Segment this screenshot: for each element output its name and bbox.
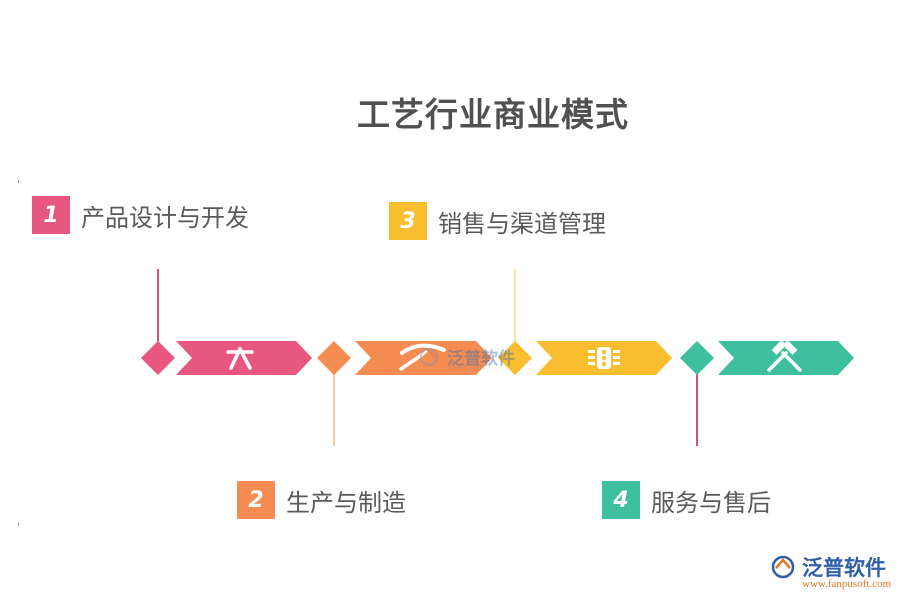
margin-mark — [18, 523, 19, 526]
step-2: 2 生产与制造 — [237, 481, 406, 519]
step-label: 销售与渠道管理 — [438, 209, 606, 238]
step-1: 1 产品设计与开发 — [32, 196, 249, 234]
compass-icon — [226, 347, 254, 370]
diamond-3 — [498, 341, 532, 375]
watermark: 泛普软件 FANPUSOFT — [418, 344, 515, 371]
diamond-1 — [141, 341, 175, 375]
page-title: 工艺行业商业模式 — [357, 95, 629, 134]
margin-mark — [18, 180, 19, 183]
watermark-subtext: FANPUSOFT — [448, 364, 493, 371]
step-4: 4 服务与售后 — [602, 481, 771, 519]
logo-url: www.fanpusoft.com — [802, 578, 892, 590]
logo-icon — [420, 347, 438, 366]
diamond-2 — [317, 341, 351, 375]
brand-logo: 泛普软件 www.fanpusoft.com — [770, 552, 891, 590]
step-label: 产品设计与开发 — [81, 203, 249, 232]
step-3: 3 销售与渠道管理 — [389, 202, 606, 240]
step-label: 生产与制造 — [286, 488, 406, 517]
traffic-light-icon — [588, 347, 620, 369]
pickaxe-icon — [399, 343, 446, 371]
logo-icon — [771, 555, 795, 579]
watermark-text: 泛普软件 — [447, 349, 515, 369]
logo-text: 泛普软件 — [802, 556, 886, 580]
step-number-badge: 4 — [602, 481, 640, 519]
chevron-arrow-2 — [355, 341, 492, 375]
crossed-hammers-icon — [767, 340, 802, 372]
diamond-4 — [680, 341, 714, 375]
step-number-badge: 1 — [32, 196, 70, 234]
step-number-badge: 3 — [389, 202, 427, 240]
step-label: 服务与售后 — [651, 488, 771, 517]
step-number-badge: 2 — [237, 481, 275, 519]
